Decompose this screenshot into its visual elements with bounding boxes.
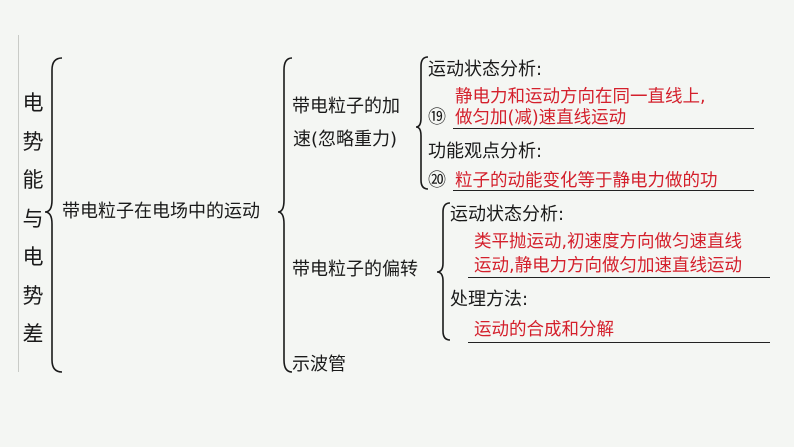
- blank-19-line1: 静电力和运动方向在同一直线上,: [455, 87, 706, 107]
- topic-title: 电势能与电势差: [22, 91, 44, 346]
- energy-heading: 功能观点分析:: [428, 141, 543, 162]
- oscilloscope-label: 示波管: [292, 354, 346, 375]
- deflection-motion-heading: 运动状态分析:: [450, 204, 565, 225]
- brace-deflection: [436, 202, 451, 341]
- blank-20-number: ⑳: [428, 170, 446, 191]
- deflection-answer-line1: 类平抛运动,初速度方向做匀速直线: [474, 232, 743, 252]
- blank-20-text: 粒子的动能变化等于静电力做的功: [455, 171, 718, 191]
- brace-branches: [277, 57, 293, 373]
- acceleration-motion-heading: 运动状态分析:: [428, 59, 543, 80]
- blank-19-number: ⑲: [428, 107, 446, 128]
- blank-19-underline: [453, 128, 754, 129]
- deflection-answer-underline: [468, 277, 770, 278]
- deflection-answer-line2: 运动,静电力方向做匀加速直线运动: [474, 256, 743, 276]
- blank-19-line2: 做匀加(减)速直线运动: [455, 108, 627, 128]
- root-label: 带电粒子在电场中的运动: [62, 201, 260, 222]
- acceleration-label-1: 带电粒子的加: [292, 96, 400, 117]
- frame-left-border: [18, 35, 19, 372]
- brace-root: [44, 57, 63, 373]
- method-answer-underline: [468, 342, 770, 343]
- acceleration-label-2: 速(忽略重力): [293, 129, 398, 150]
- method-heading: 处理方法:: [450, 289, 529, 310]
- deflection-label: 带电粒子的偏转: [292, 259, 418, 280]
- method-answer: 运动的合成和分解: [474, 320, 614, 340]
- blank-20-underline: [453, 190, 754, 191]
- brace-acceleration: [415, 56, 429, 190]
